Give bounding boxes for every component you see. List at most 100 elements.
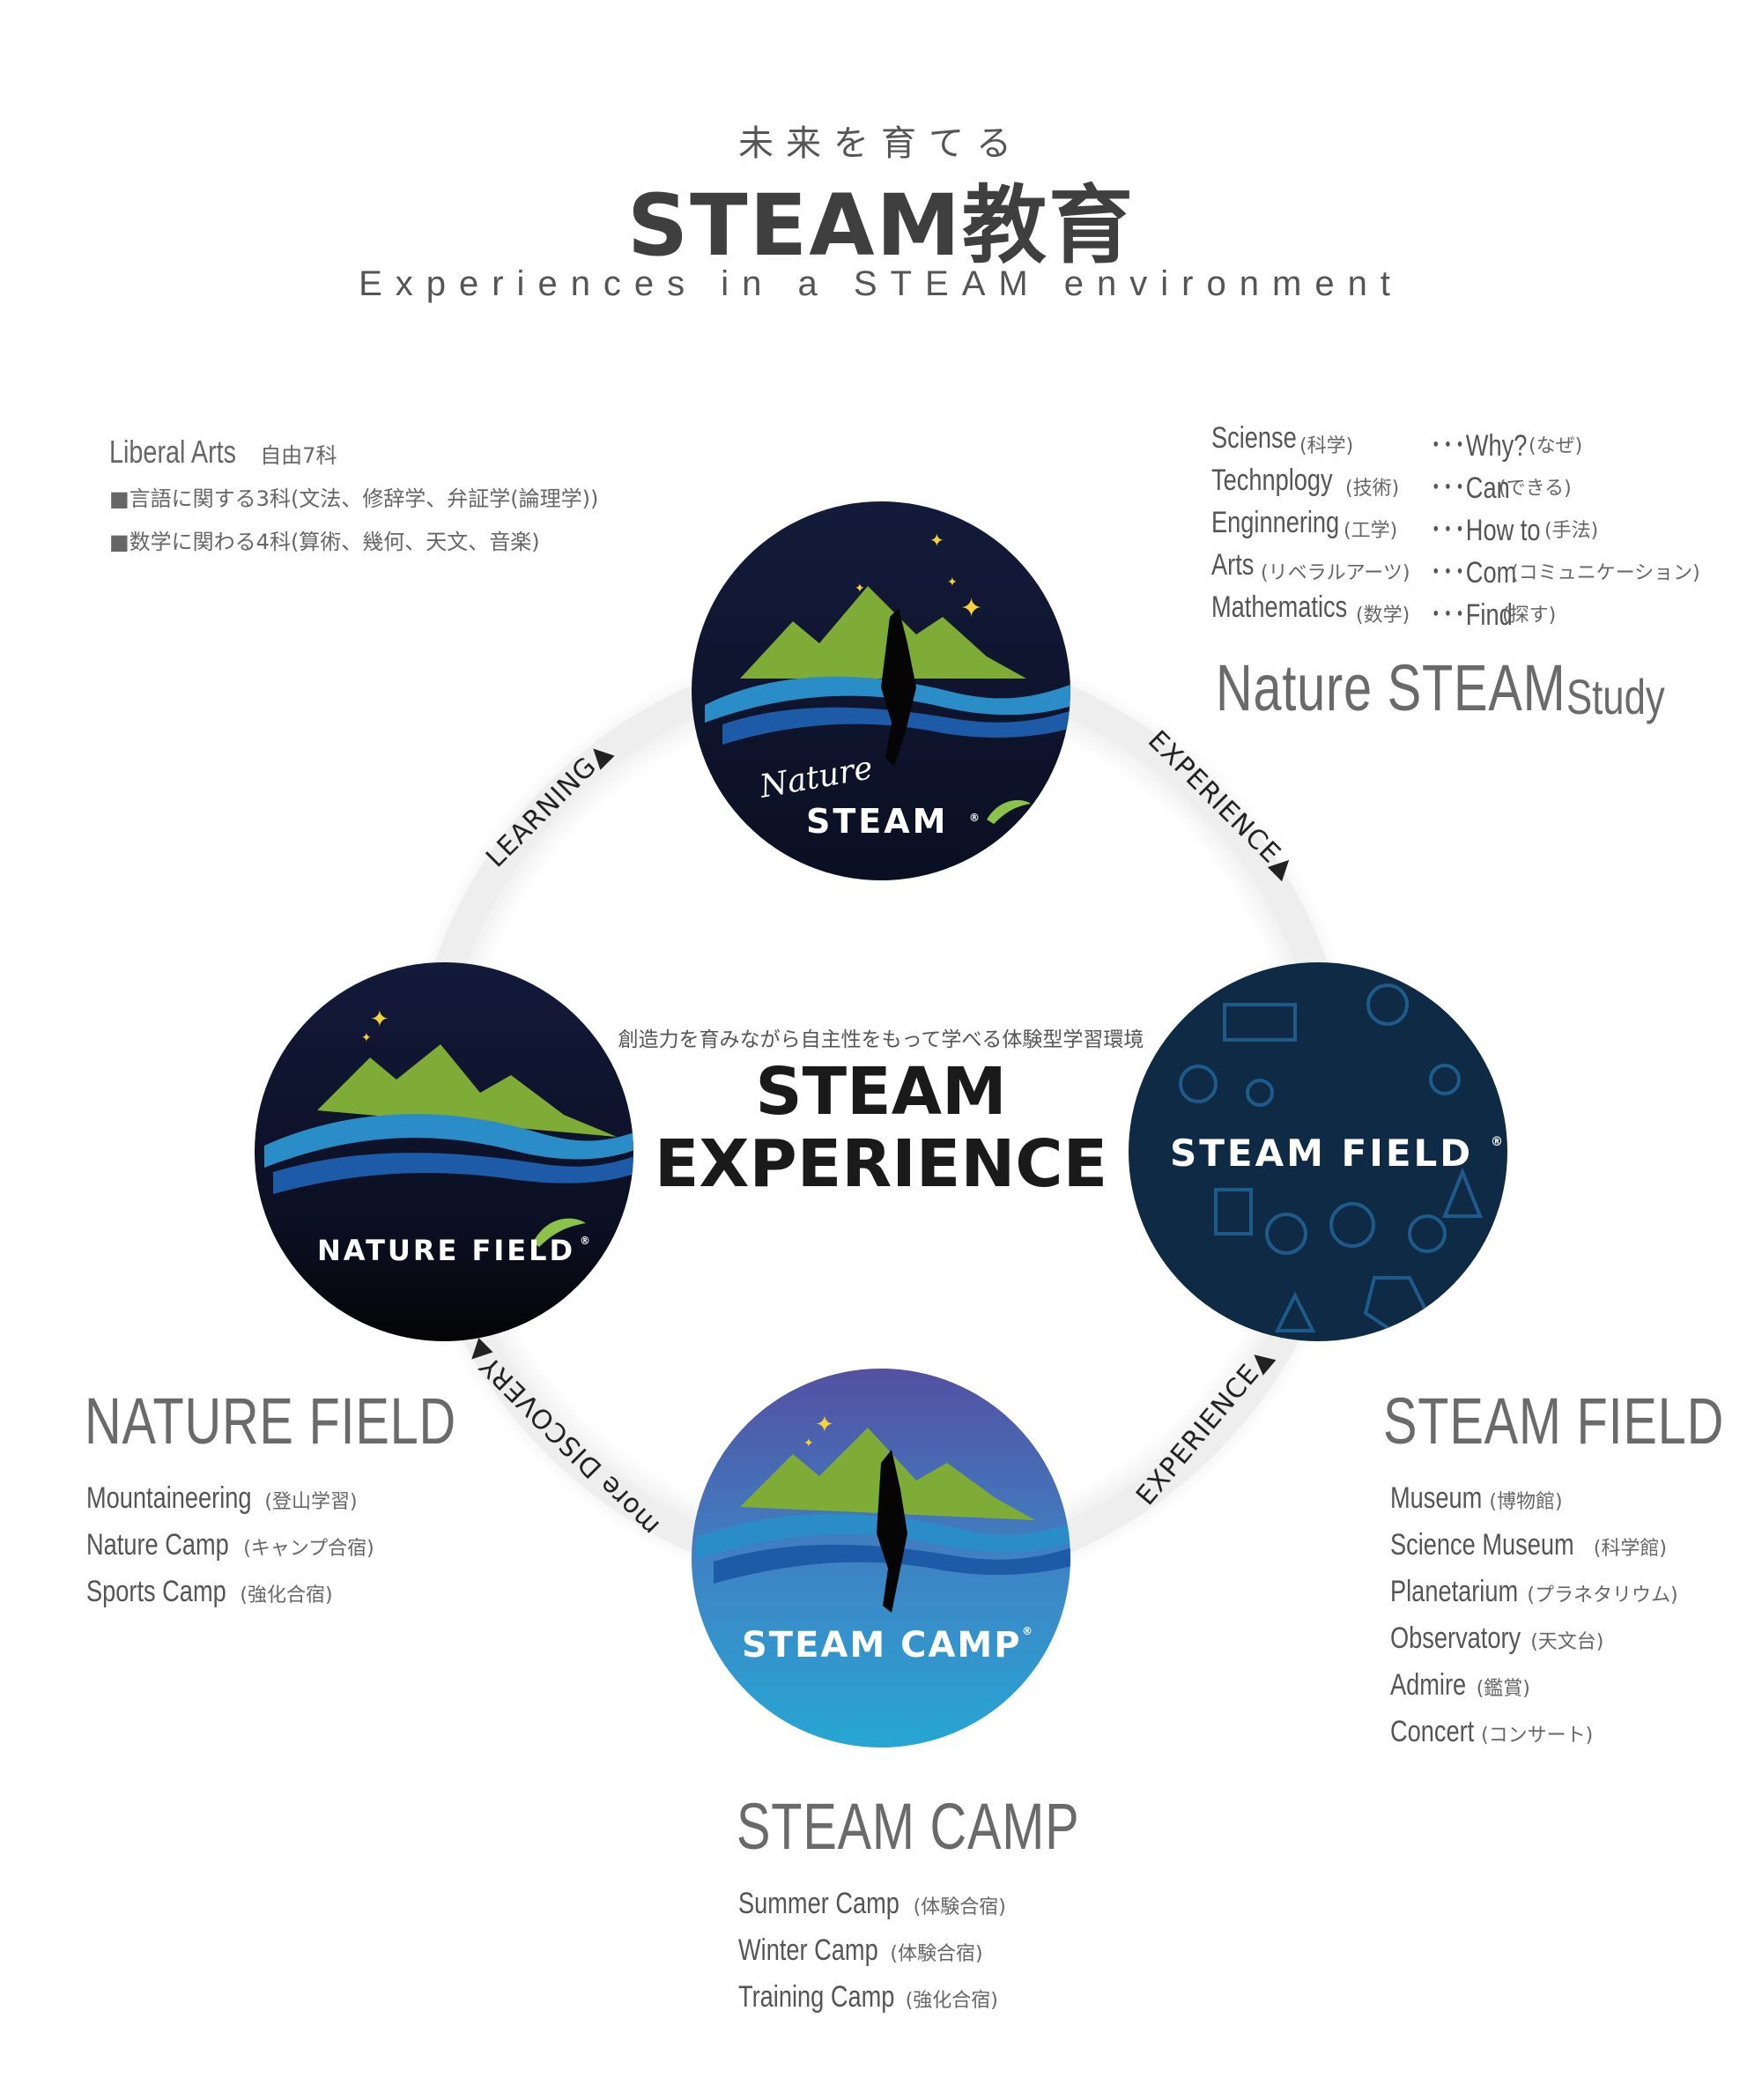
study-term: Sciense [1211,421,1297,455]
item-name: Planetarium [1390,1575,1519,1608]
star-icon: ✦ [947,575,958,590]
list-item: Summer Camp (体験合宿) [738,1882,1006,1929]
nature-field-heading: NATURE FIELD [85,1384,457,1458]
compass-icon [1274,1291,1316,1332]
node-top-label: STEAM [806,802,948,841]
liberal-arts-title: Liberal Arts [109,434,237,470]
list-item: Training Camp (強化合宿) [738,1976,1006,2022]
study-term: Arts [1211,548,1255,582]
item-name: Museum [1390,1481,1483,1515]
item-jp: (博物館) [1489,1491,1563,1513]
item-jp: (キャンプ合宿) [243,1538,374,1560]
item-jp: (体験合宿) [913,1896,1006,1918]
steam-study-row: Arts (リベラルアーツ) ･･･Com (コミュニケーション) [1211,548,1740,590]
study-term-jp: (工学) [1344,520,1398,542]
study-term: Enginnering [1211,506,1340,539]
list-item: Nature Camp (キャンプ合宿) [86,1524,374,1570]
node-bottom-registered: ® [1022,1625,1033,1637]
study-value: ･･･Can [1430,471,1510,505]
node-left-label: NATURE FIELD [317,1234,575,1267]
study-value: ･･･Find [1430,598,1513,632]
item-jp: (天文台) [1530,1631,1604,1653]
item-jp: (コンサート) [1481,1725,1594,1747]
nature-field-logo: ✦ ✦ NATURE FIELD ® [255,962,633,1341]
steam-camp-heading: STEAM CAMP [737,1790,1080,1863]
star-icon: ✦ [803,1436,814,1451]
item-name: Admire [1390,1668,1467,1702]
study-value-jp: (できる) [1499,478,1572,500]
center-title-line-2: EXPERIENCE [654,1126,1108,1202]
steam-field-logo: STEAM FIELD ® [1129,962,1507,1341]
study-term: Mathematics [1211,590,1348,624]
item-name: Observatory [1390,1621,1521,1655]
node-right-registered: ® [1491,1135,1503,1149]
list-item: Observatory (天文台) [1390,1617,1678,1664]
study-value: ･･･Com [1430,556,1517,590]
item-name: Summer Camp [738,1887,900,1920]
steam-field-heading: STEAM FIELD [1383,1384,1725,1458]
star-icon: ✦ [855,582,865,596]
ruler-icon [1223,1003,1297,1042]
lightbulb-icon [1265,1213,1307,1255]
list-item: Admire(鑑賞) [1390,1664,1678,1710]
center-subtitle: 創造力を育みながら自主性をもって学べる体験型学習環境 [618,1028,1144,1051]
steam-camp-logo: ✦ ✦ STEAM CAMP ® [692,1369,1070,1748]
node-bottom-label: STEAM CAMP [742,1625,1022,1666]
node-right-label: STEAM FIELD [1170,1132,1473,1175]
nature-steam-heading: Nature STEAM [1216,651,1566,724]
study-value: ･･･Why? [1430,429,1528,463]
item-jp: (体験合宿) [890,1943,983,1965]
study-term-jp: (数学) [1356,605,1410,627]
item-name: Concert [1390,1715,1475,1748]
list-item: Mountaineering(登山学習) [86,1477,374,1524]
list-item: Sports Camp(強化合宿) [86,1570,374,1617]
item-name: Science Museum [1390,1528,1574,1562]
item-jp: (登山学習) [264,1491,358,1513]
header-subtitle: 未来を育てる [738,123,1024,164]
sprout-icon [533,1218,586,1247]
atom-icon [1179,1065,1218,1103]
item-name: Sports Camp [86,1575,226,1608]
child-silhouette-icon [881,608,916,767]
flask-icon [1442,1167,1483,1218]
list-item: Museum (博物館) [1390,1477,1678,1524]
study-value-jp: (探す) [1502,605,1557,627]
study-term: Technplogy [1211,464,1333,497]
wave-icon [264,1114,633,1168]
star-icon: ✦ [960,593,982,624]
star-icon: ✦ [361,1031,372,1045]
wave-icon [705,676,1070,723]
item-name: Nature Camp [86,1528,229,1562]
steam-study-row: Sciense (科学) ･･･Why? (なぜ) [1211,421,1740,464]
study-value-jp: (なぜ) [1529,435,1583,457]
item-name: Training Camp [738,1980,895,2014]
study-value-jp: (コミュニケーション) [1511,562,1700,584]
child-silhouette-icon [877,1450,907,1613]
steam-study-row: Enginnering (工学) ･･･How to (手法) [1211,506,1740,548]
item-jp: (強化合宿) [905,1990,998,2012]
steam-study-row: Technplogy (技術) ･･･Can (できる) [1211,464,1740,506]
study-value-jp: (手法) [1544,520,1599,542]
nature-steam-heading-small: Study [1566,669,1665,724]
nature-field-list: Mountaineering(登山学習) Nature Camp (キャンプ合宿)… [86,1477,374,1617]
study-term-jp: (リベラルアーツ) [1261,562,1410,584]
page-title: STEAM教育 [626,176,1136,275]
center-title-line-1: STEAM [755,1054,1007,1130]
star-icon: ✦ [815,1412,834,1438]
liberal-arts-note: 自由7科 [260,443,337,468]
ring-shadow [395,633,1367,1606]
mountains-icon [317,1044,617,1137]
liberal-arts-line-1: ■言語に関する3科(文法、修辞学、弁証学(論理学)) [109,486,599,511]
nature-steam-logo: ✦ ✦ ✦ ✦ Nature STEAM ® [692,501,1070,880]
mountains-icon [740,586,1026,679]
sprout-icon [987,799,1031,824]
item-jp: (プラネタリウム) [1527,1584,1678,1607]
microscope-icon [1214,1188,1253,1236]
steam-study-row: Mathematics (数学) ･･･Find (探す) [1211,590,1740,633]
center-title: STEAM EXPERIENCE [564,1056,1198,1200]
node-top-registered: ® [969,812,980,824]
study-value: ･･･How to [1430,514,1541,547]
star-icon: ✦ [370,1006,389,1033]
item-jp: (科学館) [1593,1538,1667,1560]
